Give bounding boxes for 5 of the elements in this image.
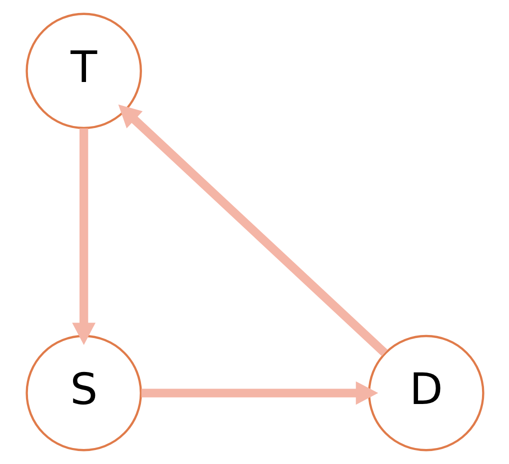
arrow bbox=[72, 128, 96, 346]
node-circle: S bbox=[25, 334, 142, 452]
node-circle: D bbox=[368, 334, 484, 452]
arrow bbox=[140, 381, 378, 405]
arrow bbox=[118, 104, 388, 356]
